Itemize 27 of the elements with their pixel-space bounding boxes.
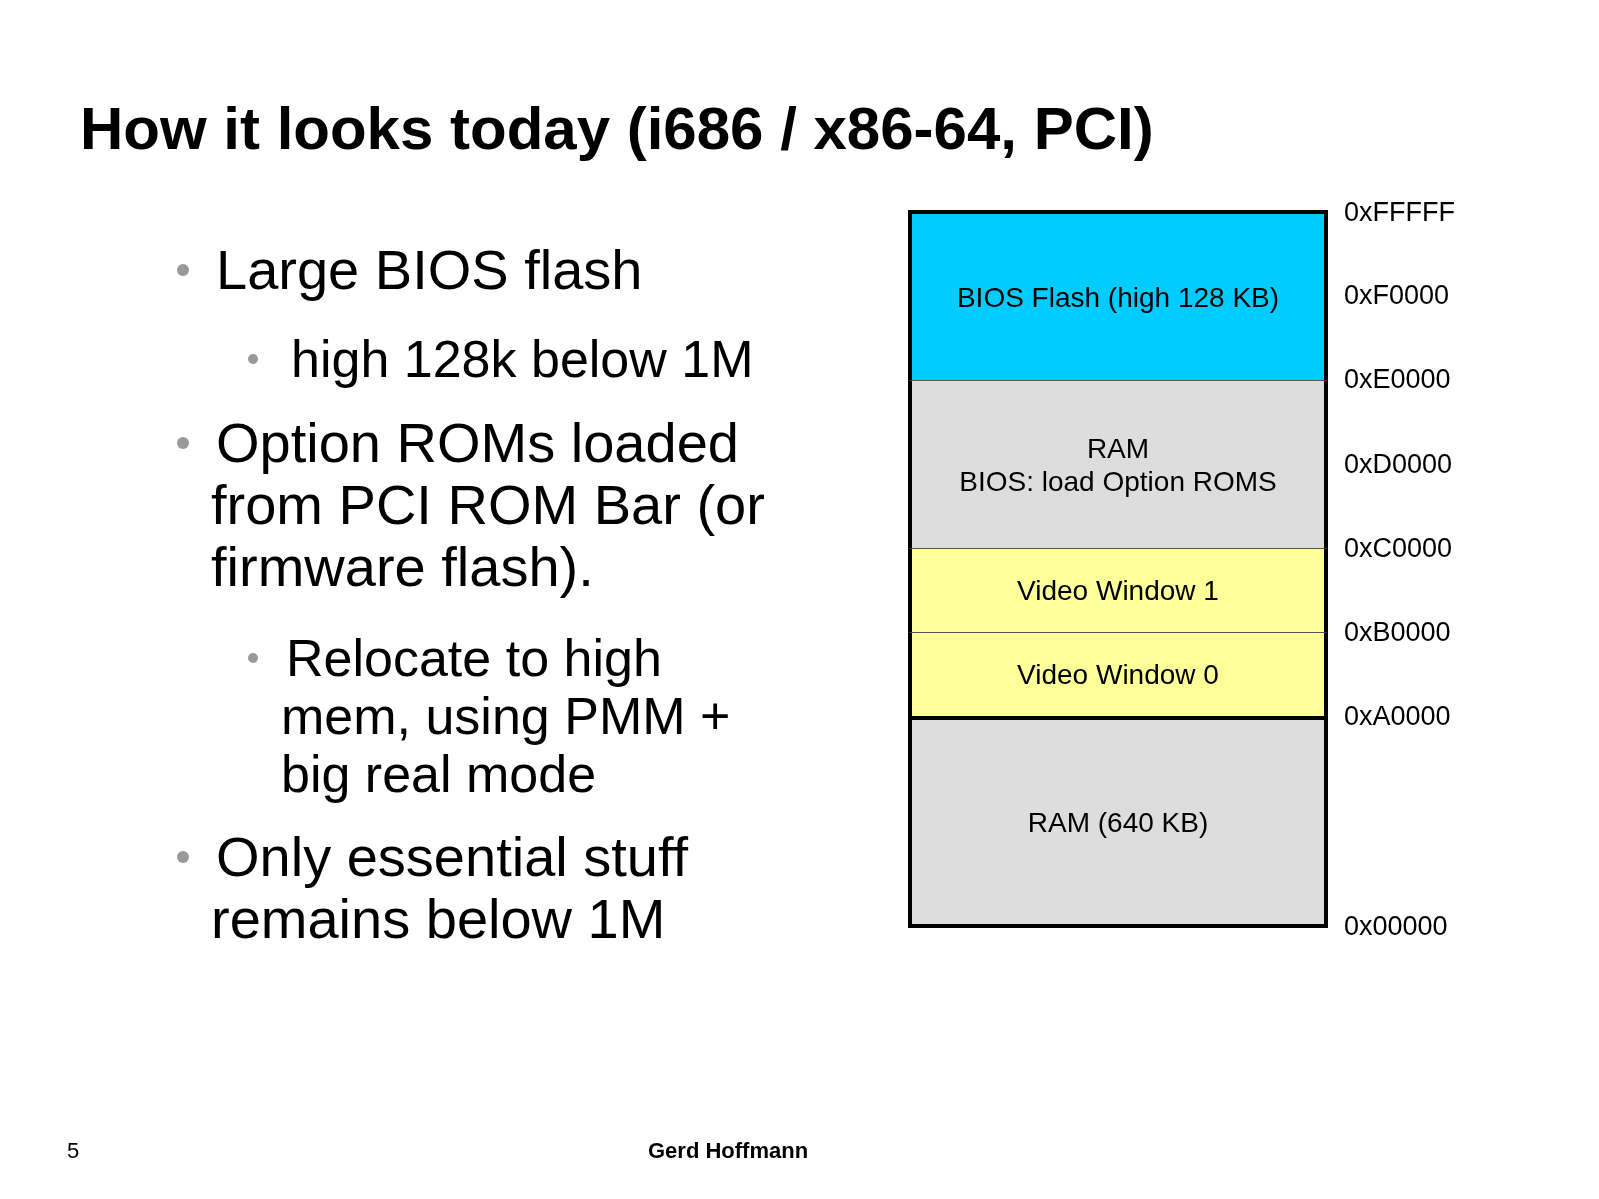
region-label: RAM (640 KB) [1027,805,1209,839]
region-label: Video Window 0 [1017,658,1219,691]
memory-region [908,716,1328,928]
bullet-text: high 128k below 1M [290,330,755,388]
author-name: Gerd Hoffmann [648,1138,809,1164]
region-label: BIOS Flash (high 128 KB) [956,280,1280,314]
memory-region [908,210,1328,380]
bullet-text: Relocate to high mem, using PMM + big real mode [281,629,732,803]
address-label: 0xB0000 [1344,616,1451,648]
bullet-text: Only essential stuff remains below 1M [211,826,690,950]
address-label: 0xFFFFF [1344,196,1455,228]
memory-region [908,632,1328,716]
region-label: RAM [1086,431,1150,465]
address-label: 0xA0000 [1344,700,1451,732]
address-label: 0xE0000 [1344,363,1451,395]
memory-region [908,548,1328,632]
page-number: 5 [67,1138,80,1164]
address-label: 0xC0000 [1344,532,1453,564]
region-label: BIOS: load Option ROMS [959,464,1277,498]
region-label: Video Window 1 [1017,574,1219,607]
address-label: 0xD0000 [1344,448,1453,480]
address-label: 0x00000 [1344,910,1448,942]
slide-title: How it looks today (i686 / x86-64, PCI) [80,94,1154,163]
memory-region [908,380,1328,548]
bullet-text: Option ROMs loaded from PCI ROM Bar (or firmware flash). [211,412,766,598]
address-label: 0xF0000 [1344,279,1450,311]
bullet-text: Large BIOS flash [215,239,644,301]
